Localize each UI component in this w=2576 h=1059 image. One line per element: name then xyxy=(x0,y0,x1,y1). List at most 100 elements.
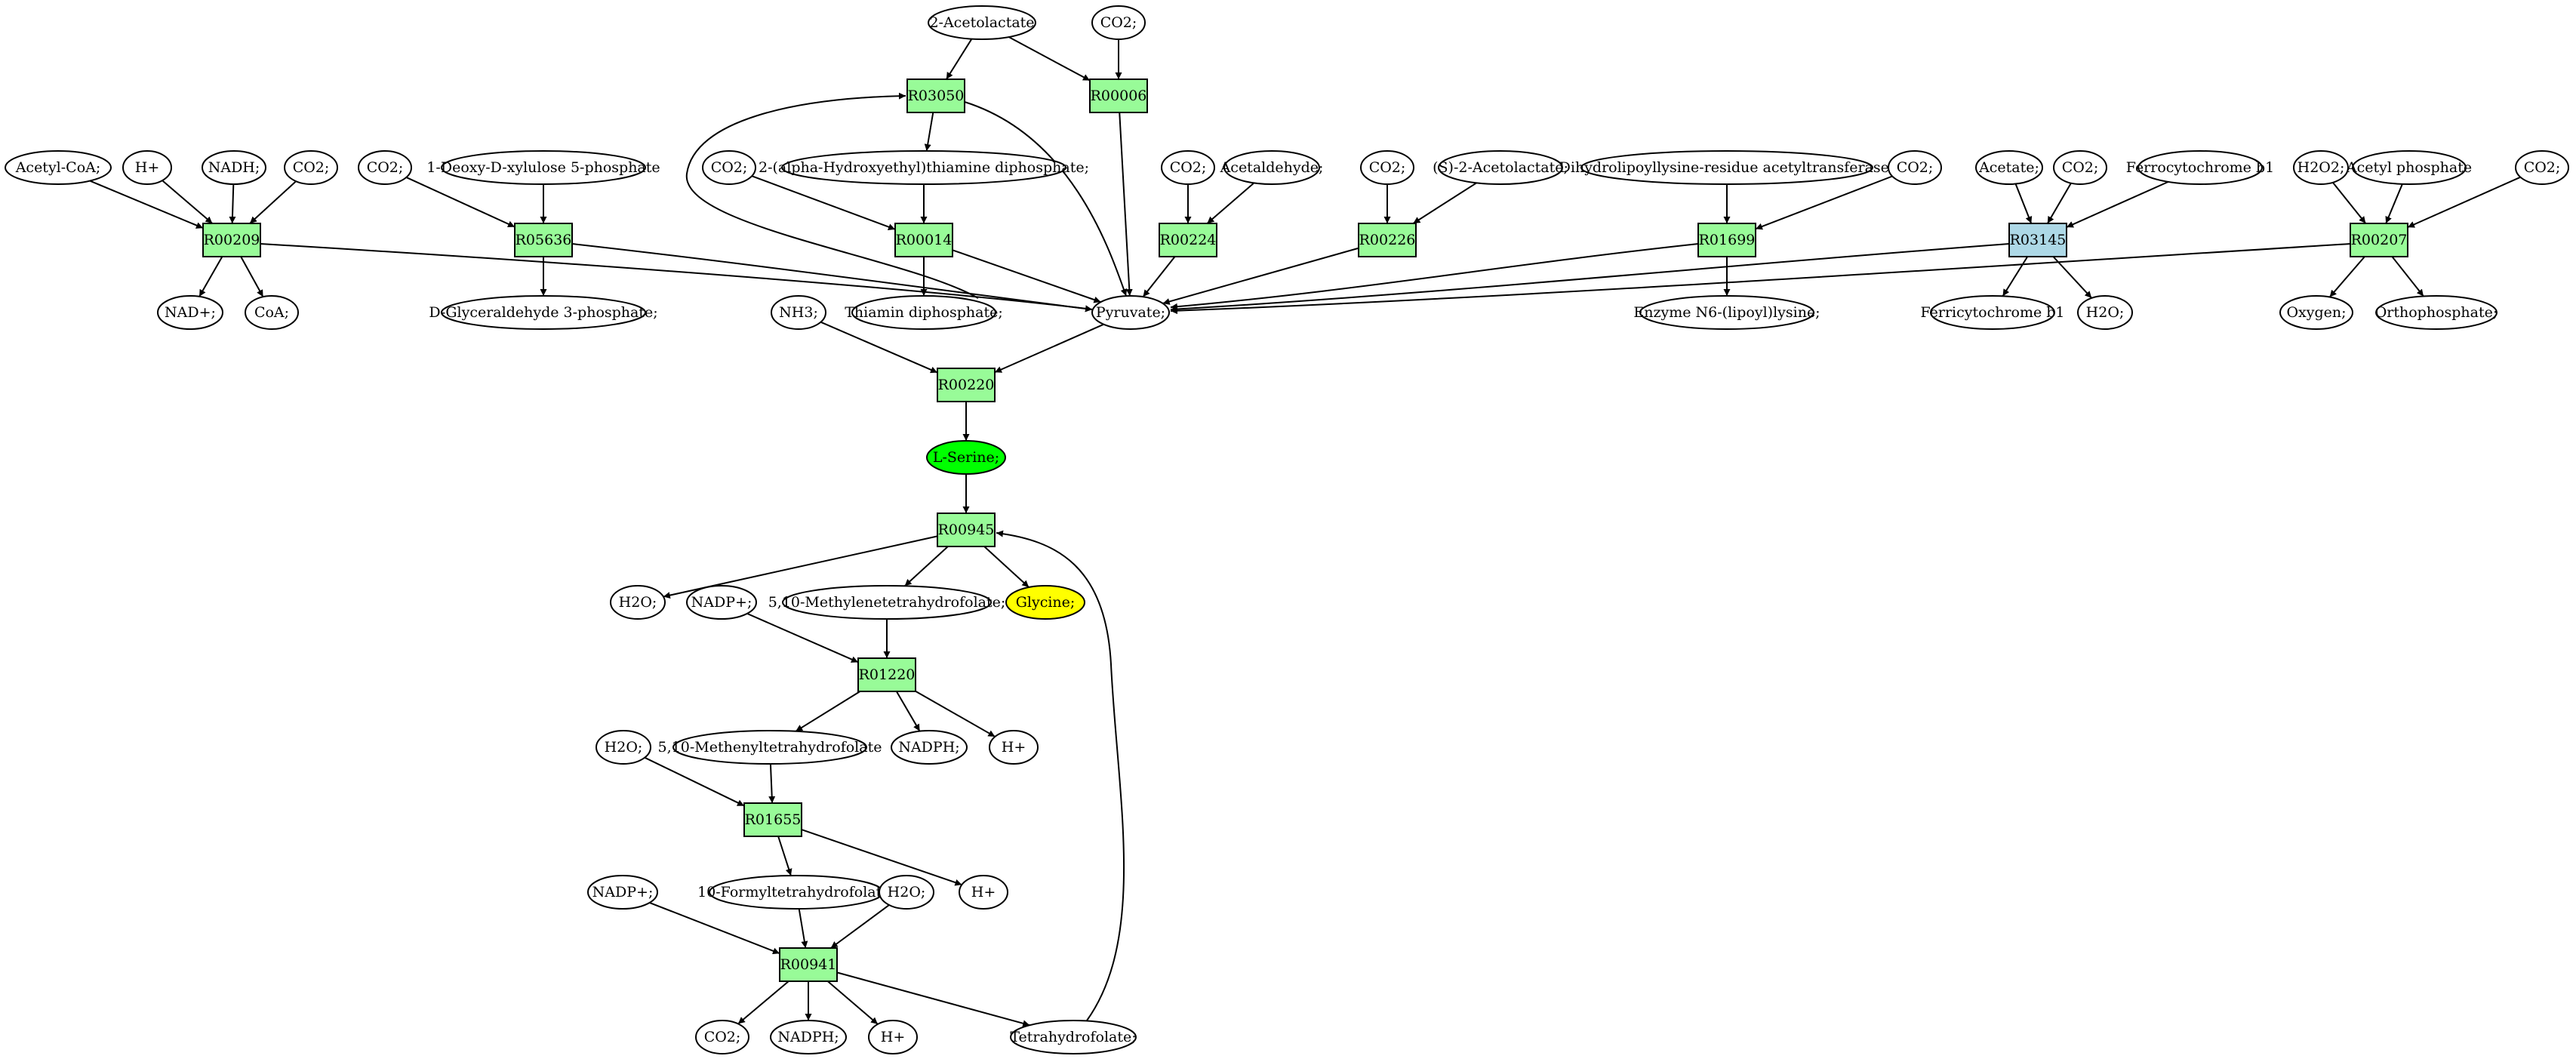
compound-node-orthophosphate: Orthophosphate; xyxy=(2375,295,2498,330)
edge-h2o-c-to-r01655 xyxy=(644,756,745,807)
edge-r00945-to-methylene xyxy=(904,546,949,587)
compound-ellipse xyxy=(157,295,223,330)
edge-co2-d-to-r00014 xyxy=(751,175,896,230)
node-label: H+ xyxy=(881,1029,906,1045)
compound-ellipse xyxy=(358,150,412,185)
node-label: R00014 xyxy=(896,232,953,248)
compound-ellipse xyxy=(1360,150,1414,185)
node-label: R01699 xyxy=(1699,232,1756,248)
reaction-node-r00941: R00941 xyxy=(779,947,838,982)
edge-s2acetolactate-to-r00226 xyxy=(1412,182,1477,224)
compound-ellipse xyxy=(1888,150,1942,185)
node-label: NADPH; xyxy=(898,739,959,756)
edge-acetylcoa-to-r00209 xyxy=(89,180,204,229)
edge-h2o2-to-r00207 xyxy=(2332,182,2367,224)
reaction-node-r03050: R03050 xyxy=(906,79,965,113)
compound-node-thiamin: Thiamin diphosphate; xyxy=(845,295,1003,330)
compound-ellipse xyxy=(1010,1020,1137,1054)
compound-ellipse xyxy=(2137,150,2263,185)
node-label: NAD+; xyxy=(165,304,216,321)
compound-ellipse xyxy=(851,295,996,330)
node-label: R00207 xyxy=(2351,232,2408,248)
edge-co2-g-to-r01699 xyxy=(1755,175,1893,230)
reaction-node-r01699: R01699 xyxy=(1697,223,1756,257)
node-label: 2-Acetolactate xyxy=(929,14,1034,31)
node-label: (S)-2-Acetolactate; xyxy=(1433,159,1568,176)
compound-ellipse xyxy=(781,150,1066,185)
node-label: CO2; xyxy=(1100,14,1137,31)
node-label: R00224 xyxy=(1160,232,1217,248)
edge-hplus-a-to-r00209 xyxy=(162,180,213,224)
node-label: Oxygen; xyxy=(2286,304,2346,321)
compound-node-acetolactate2: 2-Acetolactate xyxy=(928,5,1036,40)
reaction-node-r00220: R00220 xyxy=(937,368,996,402)
compound-node-acetate: Acetate; xyxy=(1975,150,2043,185)
compound-node-hplus-d: H+ xyxy=(868,1020,918,1054)
edge-h2o-d-to-r00941 xyxy=(830,904,890,949)
node-label: CoA; xyxy=(254,304,289,321)
compound-node-methenyl: 5,10-Methenyltetrahydrofolate xyxy=(658,730,882,765)
edge-r01220-to-nadph-a xyxy=(895,691,921,732)
reaction-node-r05636: R05636 xyxy=(514,223,573,257)
reaction-box xyxy=(1159,223,1217,257)
node-label: L-Serine; xyxy=(933,449,999,466)
edge-r01220-to-hplus-b xyxy=(915,690,996,737)
node-label: NADP+; xyxy=(592,884,654,900)
edge-r00226-to-pyruvate xyxy=(1162,247,1359,305)
compound-node-pyruvate: Pyruvate; xyxy=(1091,295,1170,330)
edge-acetolactate2-to-r03050 xyxy=(945,38,973,80)
edge-co2-c-to-r05636 xyxy=(405,177,516,228)
compound-node-coa: CoA; xyxy=(245,295,299,330)
compound-node-lipoyllysine: Enzyme N6-(lipoyl)lysine; xyxy=(1633,295,1820,330)
compound-node-acetylcoa: Acetyl-CoA; xyxy=(5,150,112,185)
reaction-node-r00207: R00207 xyxy=(2350,223,2408,257)
node-label: Acetyl-CoA; xyxy=(15,159,101,176)
compound-ellipse xyxy=(2515,150,2569,185)
node-label: CO2; xyxy=(367,159,404,176)
edge-nadpplus-a-to-r01220 xyxy=(746,612,859,663)
compound-ellipse xyxy=(1005,585,1085,620)
edge-r00941-to-hplus-d xyxy=(827,980,879,1025)
node-label: H2O; xyxy=(619,594,657,611)
edge-r00006-to-pyruvate xyxy=(1119,112,1133,297)
compound-ellipse xyxy=(928,5,1036,40)
compound-ellipse xyxy=(122,150,172,185)
reaction-box xyxy=(1089,79,1148,113)
compound-node-nadpplus-a: NADP+; xyxy=(686,585,757,620)
edge-methenyl-to-r01655 xyxy=(768,763,776,804)
node-label: NADPH; xyxy=(777,1029,839,1045)
reaction-box xyxy=(743,802,802,837)
node-label: CO2; xyxy=(1897,159,1934,176)
compound-ellipse xyxy=(770,1020,847,1054)
edge-nadh-to-r00209 xyxy=(229,183,236,224)
node-label: R00941 xyxy=(780,956,837,973)
edge-r03145-to-h2o-a xyxy=(2052,256,2092,299)
node-label: Tetrahydrofolate; xyxy=(1010,1029,1136,1045)
node-label: 2-(alpha-Hydroxyethyl)thiamine diphospha… xyxy=(759,159,1089,176)
compound-node-ferricyt: Ferricytochrome b1 xyxy=(1920,295,2065,330)
node-label: H2O; xyxy=(2086,304,2125,321)
edge-r01655-to-formyl xyxy=(777,836,792,876)
edge-r00207-to-oxygen xyxy=(2328,256,2365,298)
compound-ellipse xyxy=(879,875,934,910)
compound-node-co2-f: CO2; xyxy=(1360,150,1414,185)
compound-ellipse xyxy=(782,585,992,620)
edge-acetolactate2-to-r00006 xyxy=(1008,36,1091,82)
edge-r01220-to-methenyl xyxy=(795,691,861,732)
compound-ellipse xyxy=(1975,150,2043,185)
node-label: H+ xyxy=(135,159,160,176)
compound-node-s2acetolactate: (S)-2-Acetolactate; xyxy=(1433,150,1568,185)
compound-ellipse xyxy=(1091,5,1146,40)
compound-node-hplus-c: H+ xyxy=(959,875,1008,910)
node-label: R03050 xyxy=(908,88,965,104)
compound-ellipse xyxy=(891,730,968,765)
node-label: CO2; xyxy=(2524,159,2561,176)
compound-ellipse xyxy=(2375,295,2498,330)
compound-node-methylene: 5,10-Methylenetetrahydrofolate; xyxy=(768,585,1006,620)
node-label: 5,10-Methylenetetrahydrofolate; xyxy=(768,594,1006,611)
compound-node-h2o-c: H2O; xyxy=(596,730,651,765)
compound-ellipse xyxy=(771,295,826,330)
compound-ellipse xyxy=(202,150,266,185)
compound-ellipse xyxy=(1639,295,1814,330)
edge-r00207-to-orthophosphate xyxy=(2391,256,2424,297)
